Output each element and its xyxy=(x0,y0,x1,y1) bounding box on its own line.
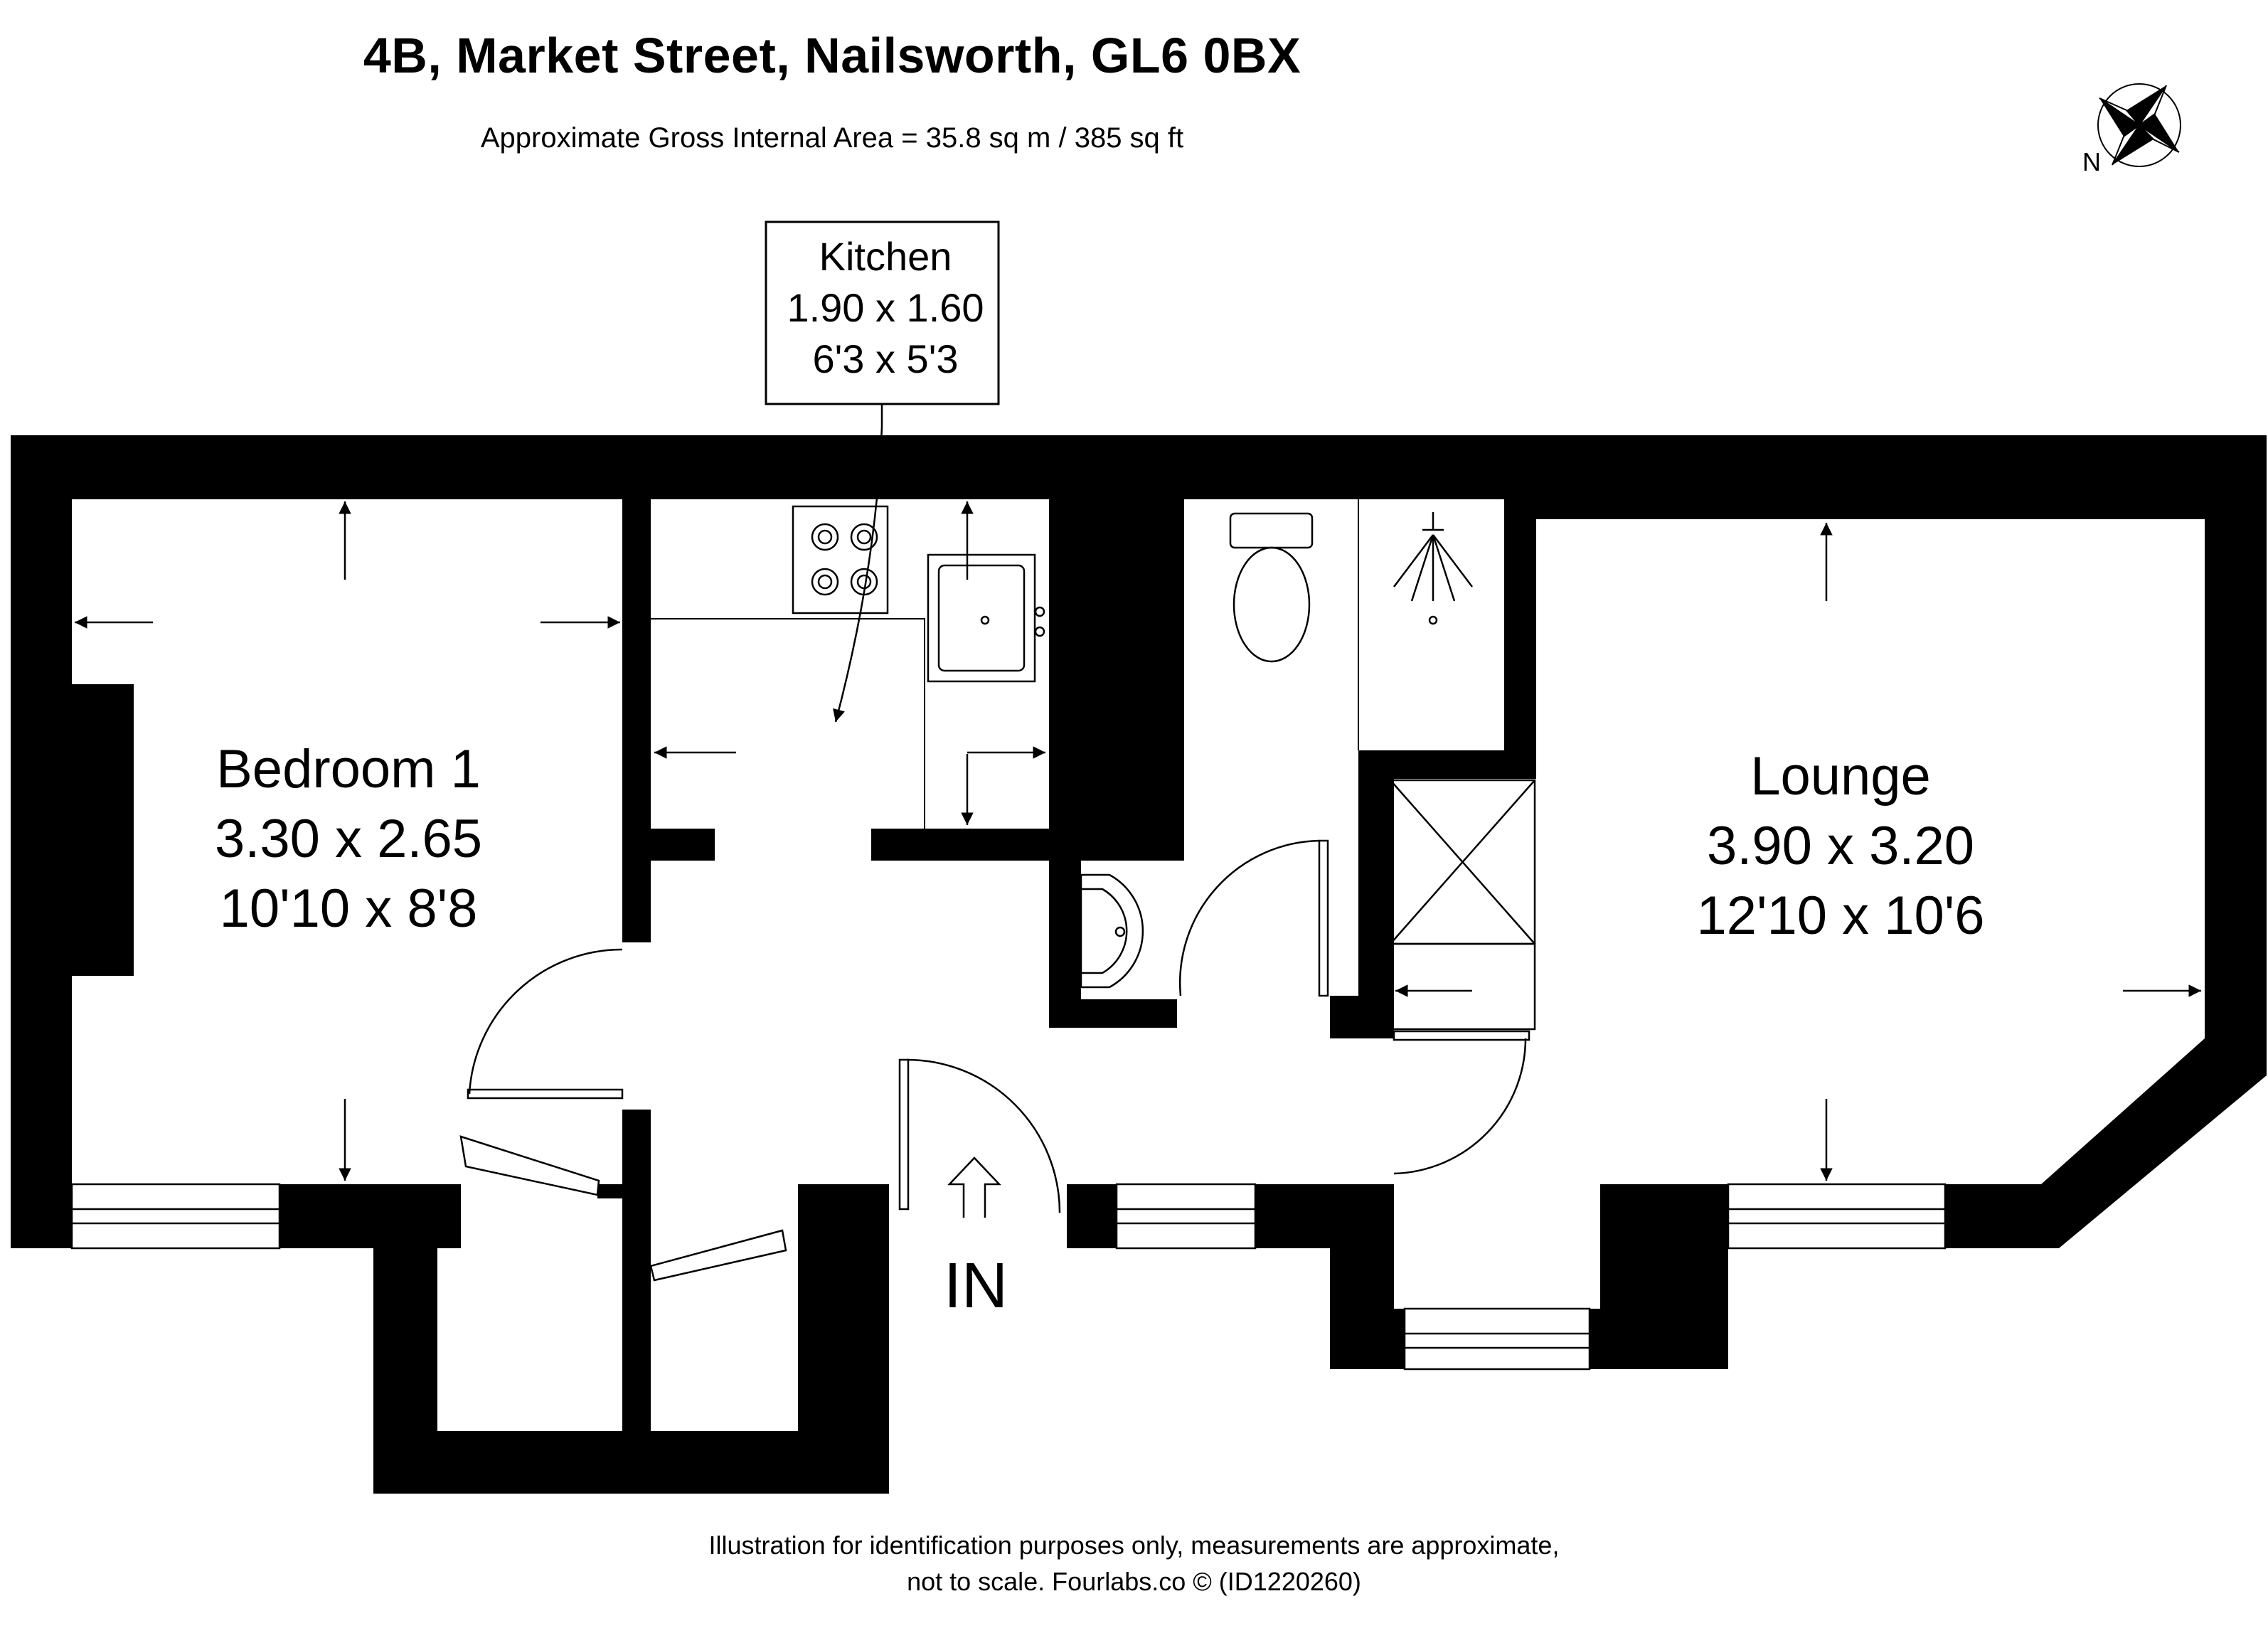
dimension-arrows xyxy=(75,501,2201,1181)
kitchen-imperial: 6'3 x 5'3 xyxy=(812,336,958,381)
basin-icon xyxy=(1080,873,1144,989)
bedroom-name: Bedroom 1 xyxy=(216,739,481,799)
page-title: 4B, Market Street, Nailsworth, GL6 0BX xyxy=(363,28,1301,83)
cupboard-icon xyxy=(1389,779,1536,1031)
lounge-imperial: 12'10 x 10'6 xyxy=(1696,886,1984,946)
compass-icon xyxy=(2097,83,2181,167)
windows xyxy=(70,1183,1947,1371)
kitchen-label-box xyxy=(765,220,1000,405)
sink-icon xyxy=(927,553,1045,683)
worktop-outline xyxy=(651,618,925,829)
walls xyxy=(11,435,2267,1494)
entrance-arrow-icon xyxy=(947,1156,1001,1218)
disclaimer-line-1: Illustration for identification purposes… xyxy=(708,1531,1560,1560)
kitchen-metric: 1.90 x 1.60 xyxy=(787,285,984,330)
kitchen-name: Kitchen xyxy=(819,234,952,279)
entrance-label: IN xyxy=(944,1250,1008,1321)
area-subtitle: Approximate Gross Internal Area = 35.8 s… xyxy=(480,122,1184,154)
toilet-icon xyxy=(1229,512,1314,663)
bedroom-metric: 3.30 x 2.65 xyxy=(215,809,482,869)
lounge-metric: 3.90 x 3.20 xyxy=(1707,816,1974,876)
lounge-name: Lounge xyxy=(1750,746,1931,807)
hob-icon xyxy=(792,505,889,615)
bedroom-imperial: 10'10 x 8'8 xyxy=(220,878,478,939)
disclaimer-line-2: not to scale. Fourlabs.co © (ID1220260) xyxy=(907,1567,1361,1596)
compass-label: N xyxy=(2082,147,2101,176)
shower-icon xyxy=(1393,512,1473,625)
doors xyxy=(459,839,1530,1282)
